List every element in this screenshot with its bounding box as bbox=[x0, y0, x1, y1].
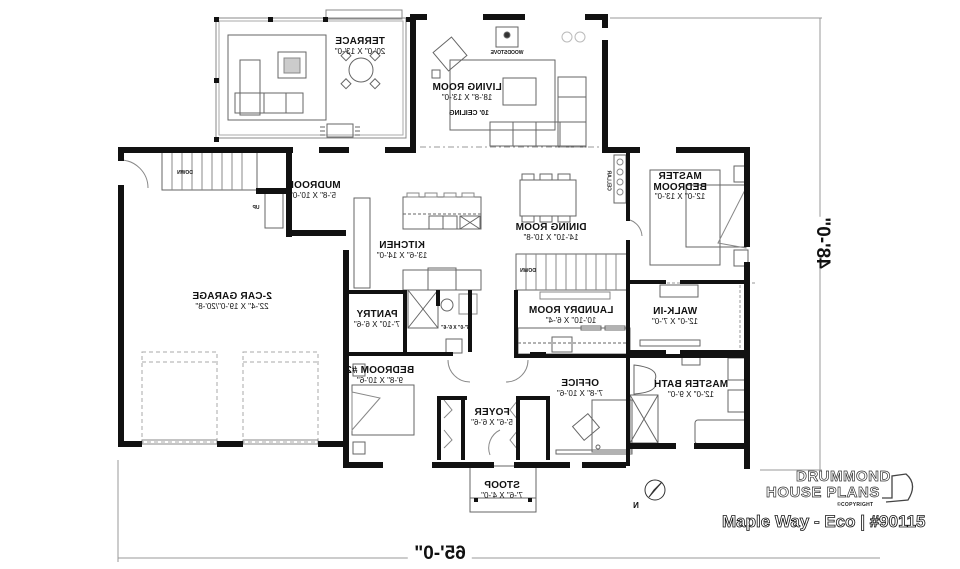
kitchen-fixtures bbox=[353, 192, 482, 354]
room-size: 5'-6" X 6'-6" bbox=[471, 417, 513, 427]
brand-line-2: HOUSE PLANS bbox=[766, 484, 880, 502]
room-size: 12'-0" X 13'-0" bbox=[654, 192, 706, 201]
room-name: LAUNDRY ROOM bbox=[528, 305, 614, 316]
room-size: 18'-8" X 13'-0" bbox=[441, 92, 493, 102]
garage-area bbox=[119, 151, 319, 445]
room-name: KITCHEN bbox=[379, 240, 425, 251]
drummond-logo-icon bbox=[882, 473, 914, 503]
overall-depth-dimension: 48'-0" bbox=[807, 217, 837, 269]
stairs-down-label-central: DOWN bbox=[520, 268, 536, 274]
room-label-garage: 2-CAR GARAGE 22'-4" X 19'-0"/20'-8" bbox=[192, 291, 272, 311]
room-size: 22'-4" X 19'-0"/20'-8" bbox=[195, 301, 269, 311]
room-name: OFFICE bbox=[561, 378, 599, 389]
room-label-terrace: TERRACE 20'-0" X 13'-0" bbox=[334, 36, 386, 56]
room-label-mudroom: MUDROOM 5'-8" X 10'-0" bbox=[285, 180, 341, 200]
room-label-bedroom-2: BEDROOM #2 9'-8" X 10'-6" bbox=[345, 365, 415, 385]
living-room-furniture bbox=[420, 26, 608, 148]
room-name: 2-CAR GARAGE bbox=[192, 291, 272, 302]
room-label-master-bath: MASTER BATH 12'-0" X 9'-0" bbox=[653, 379, 729, 399]
overall-width-dimension: 65'-0" bbox=[408, 543, 472, 565]
ceiling-note: 10' CEILING bbox=[449, 110, 489, 117]
room-size: 14'-10" X 10'-8" bbox=[523, 232, 579, 242]
copyright-label: ©COPYRIGHT bbox=[837, 502, 874, 508]
room-name: FOYER bbox=[474, 407, 510, 418]
room-size: 5'-8" X 10'-0" bbox=[289, 190, 337, 200]
room-name: MASTER BATH bbox=[653, 379, 729, 390]
room-label-kitchen: KITCHEN 13'-6" X 14'-0" bbox=[376, 240, 428, 260]
cellar-label: CELLAR bbox=[605, 170, 612, 191]
room-size: 10'-10" X 6'-4" bbox=[545, 315, 597, 325]
room-label-foyer: FOYER 5'-6" X 6'-6" bbox=[471, 407, 513, 427]
room-name: WALK-IN bbox=[652, 306, 698, 317]
room-size: 12'-0" X 7'-0" bbox=[651, 316, 699, 326]
brand-line-1: DRUMMOND bbox=[796, 468, 891, 486]
room-label-living-room: LIVING ROOM 18'-8" X 13'-0" bbox=[432, 82, 502, 102]
room-name: DINING ROOM bbox=[515, 222, 587, 233]
room-name: BEDROOM #2 bbox=[345, 365, 415, 376]
north-arrow-icon bbox=[644, 479, 666, 501]
room-label-pantry: PANTRY 7'-10" X 6'-6" bbox=[353, 309, 401, 329]
room-name: PANTRY bbox=[356, 309, 398, 320]
room-size: 7'-8" X 10'-6" bbox=[556, 388, 604, 398]
stairs-up-label: UP bbox=[252, 205, 260, 211]
foyer-office-fixtures bbox=[488, 399, 633, 456]
room-label-dining-room: DINING ROOM 14'-10" X 10'-8" bbox=[515, 222, 587, 242]
bath-size-label: 7'-0" X 6'-6" bbox=[441, 325, 469, 331]
room-label-office: OFFICE 7'-8" X 10'-6" bbox=[556, 378, 604, 398]
bedroom-2-furniture bbox=[351, 359, 529, 455]
north-label: N bbox=[633, 501, 639, 510]
room-name: MUDROOM bbox=[285, 180, 341, 191]
laundry-fixtures bbox=[517, 325, 631, 355]
woodstove-label: WOODSTOVE bbox=[490, 50, 524, 56]
room-size: 7'-6" X 4'-0" bbox=[481, 490, 523, 500]
room-name: MASTER bbox=[658, 171, 702, 182]
room-name: TERRACE bbox=[335, 36, 385, 47]
room-label-laundry-room: LAUNDRY ROOM 10'-10" X 6'-4" bbox=[528, 305, 614, 325]
room-label-walk-in: WALK-IN 12'-0" X 7'-0" bbox=[651, 306, 699, 326]
room-size: 9'-8" X 10'-6" bbox=[356, 375, 404, 385]
walls bbox=[118, 14, 750, 502]
dimension-lines bbox=[117, 17, 880, 562]
stairs-down-label: DOWN bbox=[177, 170, 193, 176]
room-size: 12'-0" X 9'-0" bbox=[667, 389, 715, 399]
room-label-master-bedroom: MASTER BEDROOM 12'-0" X 13'-0" bbox=[653, 171, 707, 201]
room-name: LIVING ROOM bbox=[432, 82, 502, 93]
room-label-stoop: STOOP 7'-6" X 4'-0" bbox=[481, 480, 523, 500]
stoop-area bbox=[469, 465, 537, 513]
room-size: 7'-10" X 6'-6" bbox=[353, 319, 401, 329]
plan-title: Maple Way - Eco | #90115 bbox=[722, 512, 926, 532]
room-size: 13'-6" X 14'-0" bbox=[376, 250, 428, 260]
room-name: STOOP bbox=[484, 480, 520, 491]
central-staircase bbox=[515, 253, 629, 300]
room-size: 20'-0" X 13'-0" bbox=[334, 46, 386, 56]
terrace-area bbox=[215, 9, 407, 139]
